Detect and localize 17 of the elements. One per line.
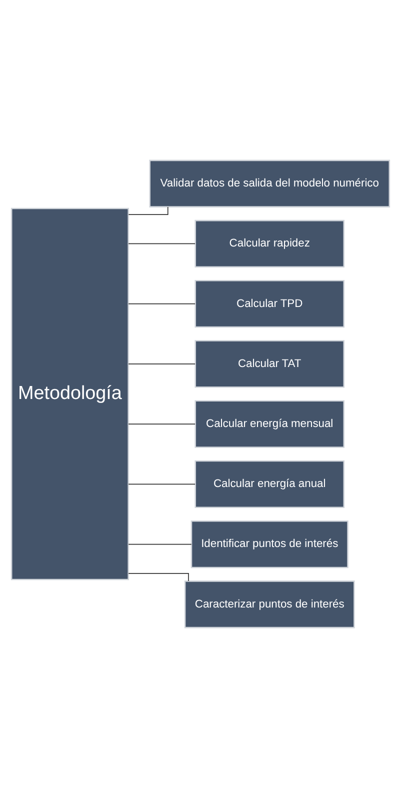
- node-box: Calcular energía anual: [194, 460, 345, 508]
- node-box: Caracterizar puntos de interés: [184, 580, 355, 628]
- node-box: Calcular TPD: [194, 280, 345, 328]
- connector: [128, 483, 196, 484]
- node-box: Identificar puntos de interés: [190, 520, 348, 568]
- node-box: Metodología: [10, 207, 130, 580]
- connector: [128, 363, 196, 364]
- connector: [128, 572, 189, 581]
- connector: [128, 242, 196, 244]
- node-box: Calcular energía mensual: [194, 400, 345, 448]
- node-box: Validar datos de salida del modelo numérico: [149, 159, 390, 207]
- connector: [128, 302, 196, 304]
- node-box: Calcular rapidez: [194, 219, 345, 268]
- connector: [128, 543, 192, 544]
- connector: [128, 423, 196, 424]
- node-box: Calcular TAT: [194, 340, 345, 388]
- connector: [128, 206, 168, 214]
